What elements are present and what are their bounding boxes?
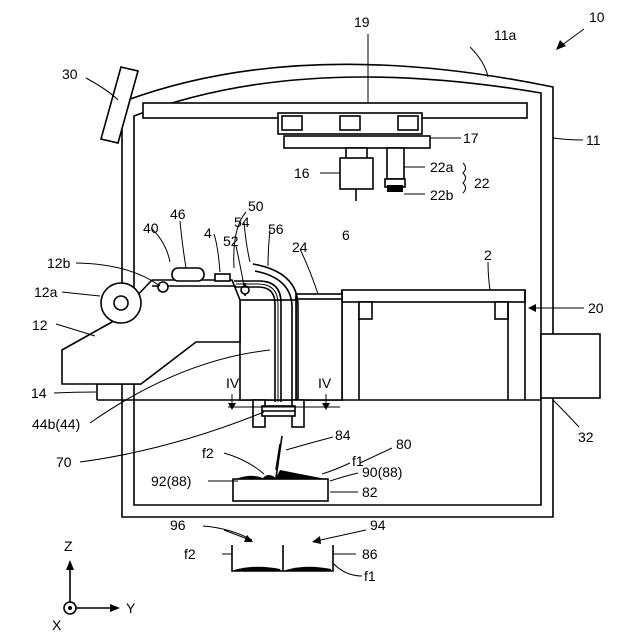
axis-label-x: X (52, 617, 62, 633)
object-80 (233, 436, 328, 501)
sensor-30 (101, 67, 138, 143)
label-11a: 11a (494, 27, 517, 43)
label-82: 82 (362, 484, 378, 500)
label-12a: 12a (34, 284, 58, 300)
external-box-32 (541, 334, 600, 398)
cover-46 (172, 268, 204, 281)
head-16 (340, 148, 373, 201)
label-24: 24 (292, 239, 308, 255)
label-19: 19 (354, 14, 370, 30)
label-44b: 44b(44) (32, 416, 80, 432)
unit-22 (385, 148, 405, 192)
label-32: 32 (578, 429, 594, 445)
label-12: 12 (32, 317, 48, 333)
label-52: 52 (223, 233, 239, 249)
label-22b: 22b (430, 187, 454, 203)
label-80: 80 (396, 436, 412, 452)
label-12b: 12b (47, 255, 71, 271)
label-f2-top: f2 (202, 445, 214, 461)
part-4 (215, 274, 230, 281)
label-94: 94 (370, 517, 386, 533)
label-30: 30 (62, 66, 78, 82)
label-6: 6 (342, 227, 350, 243)
label-17: 17 (463, 130, 479, 146)
label-84: 84 (335, 427, 351, 443)
label-16: 16 (294, 165, 310, 181)
label-22: 22 (474, 175, 490, 191)
label-14: 14 (31, 385, 47, 401)
label-iv-left: IV (226, 375, 240, 391)
axis-label-y: Y (126, 600, 136, 616)
label-20: 20 (588, 300, 604, 316)
label-iv-right: IV (318, 375, 332, 391)
label-86: 86 (362, 546, 378, 562)
carriage-17 (278, 113, 430, 148)
supply-unit-12 (62, 280, 240, 384)
label-92: 92(88) (151, 473, 191, 489)
axes-indicator (64, 560, 120, 614)
label-46: 46 (170, 206, 186, 222)
label-f1-bottom: f1 (364, 568, 376, 584)
label-10: 10 (589, 9, 605, 25)
label-22a: 22a (430, 159, 454, 175)
label-2: 2 (484, 247, 492, 263)
label-4: 4 (204, 225, 212, 241)
axis-label-z: Z (64, 538, 73, 554)
label-40: 40 (143, 220, 159, 236)
container-86 (232, 545, 333, 571)
label-96: 96 (170, 517, 186, 533)
label-f2-bottom: f2 (184, 546, 196, 562)
label-50: 50 (248, 198, 264, 214)
stage-20 (342, 290, 525, 400)
label-11: 11 (586, 132, 601, 148)
label-54: 54 (234, 214, 250, 230)
label-56: 56 (268, 221, 284, 237)
part-52 (241, 283, 249, 296)
label-70: 70 (56, 454, 72, 470)
label-90: 90(88) (362, 464, 402, 480)
